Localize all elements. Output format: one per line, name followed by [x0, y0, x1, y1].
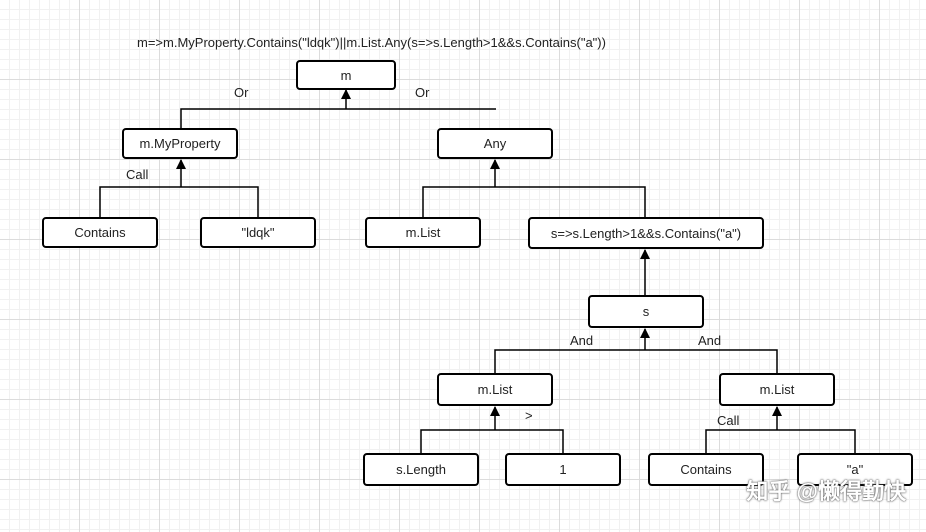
edge-label-call-1: Call	[126, 167, 149, 182]
node-any[interactable]: Any	[437, 128, 553, 159]
node-list-3[interactable]: m.List	[719, 373, 835, 406]
node-root-m[interactable]: m	[296, 60, 396, 90]
node-s-length[interactable]: s.Length	[363, 453, 479, 486]
edge-myproperty-children	[99, 159, 259, 217]
expression-title: m=>m.MyProperty.Contains("ldqk")||m.List…	[137, 35, 606, 50]
edge-list3-children	[705, 406, 856, 453]
edge-label-or-right: Or	[415, 85, 430, 100]
node-my-property[interactable]: m.MyProperty	[122, 128, 238, 159]
edge-label-call-2: Call	[717, 413, 740, 428]
node-one-literal[interactable]: 1	[505, 453, 621, 486]
edge-any-children	[422, 159, 646, 217]
node-contains-2[interactable]: Contains	[648, 453, 764, 486]
edge-label-and-left: And	[570, 333, 594, 348]
edge-s-children	[494, 328, 778, 373]
watermark: 知乎 @懒得勤快	[746, 479, 906, 504]
edge-root-children	[180, 89, 496, 128]
edge-label-and-right: And	[698, 333, 722, 348]
node-contains-1[interactable]: Contains	[42, 217, 158, 248]
node-ldqk-literal[interactable]: "ldqk"	[200, 217, 316, 248]
edge-label-greater: >	[525, 408, 533, 423]
edge-label-or-left: Or	[234, 85, 249, 100]
node-list-2[interactable]: m.List	[437, 373, 553, 406]
node-s[interactable]: s	[588, 295, 704, 328]
node-a-literal[interactable]: "a"	[797, 453, 913, 486]
node-list-1[interactable]: m.List	[365, 217, 481, 248]
node-lambda[interactable]: s=>s.Length>1&&s.Contains("a")	[528, 217, 764, 249]
edge-list2-children	[420, 406, 564, 453]
